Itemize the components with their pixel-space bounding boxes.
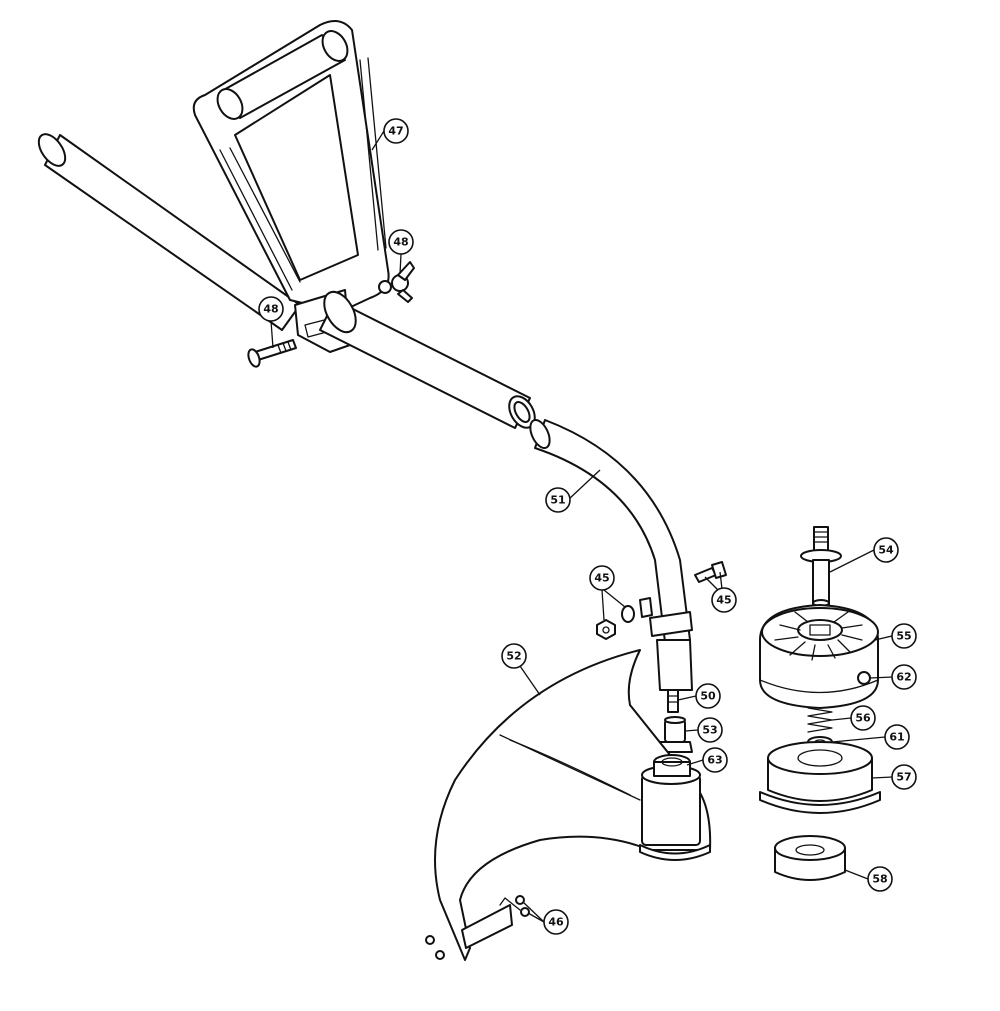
callout-53 xyxy=(697,717,723,743)
callout-label-46: 46 xyxy=(548,916,564,929)
callout-label-58: 58 xyxy=(872,873,887,886)
callout-label-48-bolt: 48 xyxy=(263,303,278,316)
callout-label-54: 54 xyxy=(878,544,894,557)
callout-label-45-bolt: 45 xyxy=(716,594,731,607)
callout-label-50: 50 xyxy=(700,690,716,703)
callout-62 xyxy=(891,664,917,690)
wing-nut-48 xyxy=(378,261,415,303)
callout-label-55: 55 xyxy=(896,630,911,643)
nut-washer-45 xyxy=(596,605,635,640)
drive-shaft-50 xyxy=(667,689,679,713)
callout-label-48-wing-nut: 48 xyxy=(393,236,408,249)
callout-45-nut xyxy=(589,565,615,591)
callout-47 xyxy=(383,118,409,144)
carriage-bolt-48 xyxy=(247,339,297,368)
callout-63 xyxy=(702,747,728,773)
callout-48-wing-nut xyxy=(388,229,414,255)
callout-48-bolt xyxy=(258,296,284,322)
guard-52 xyxy=(434,649,712,961)
spring-56 xyxy=(807,707,833,733)
callout-label-61: 61 xyxy=(889,731,904,744)
lower-bent-tube-51 xyxy=(529,418,693,691)
callout-61 xyxy=(884,724,910,750)
bracket-46 xyxy=(425,895,530,960)
callout-52 xyxy=(501,643,527,669)
callout-label-53: 53 xyxy=(702,724,717,737)
arbor-shaft-54 xyxy=(800,526,842,607)
callout-label-62: 62 xyxy=(896,671,911,684)
callout-46 xyxy=(543,909,569,935)
callout-54 xyxy=(873,537,899,563)
callout-45-bolt xyxy=(711,587,737,613)
callout-51 xyxy=(545,487,571,513)
callout-label-51: 51 xyxy=(550,494,565,507)
callout-55 xyxy=(891,623,917,649)
callout-label-52: 52 xyxy=(506,650,521,663)
callout-56 xyxy=(850,705,876,731)
callout-label-63: 63 xyxy=(707,754,722,767)
shaft-tube xyxy=(319,290,536,429)
callout-label-47: 47 xyxy=(388,125,403,138)
callout-50 xyxy=(695,683,721,709)
bolt-45 xyxy=(694,561,727,583)
callout-58 xyxy=(867,866,893,892)
callout-label-45-nut: 45 xyxy=(594,572,609,585)
callout-57 xyxy=(891,764,917,790)
callout-label-56: 56 xyxy=(855,712,871,725)
spool-57 xyxy=(759,741,881,814)
bump-knob-58 xyxy=(774,835,846,881)
spool-cover-55 xyxy=(759,604,879,709)
callout-label-57: 57 xyxy=(896,771,911,784)
